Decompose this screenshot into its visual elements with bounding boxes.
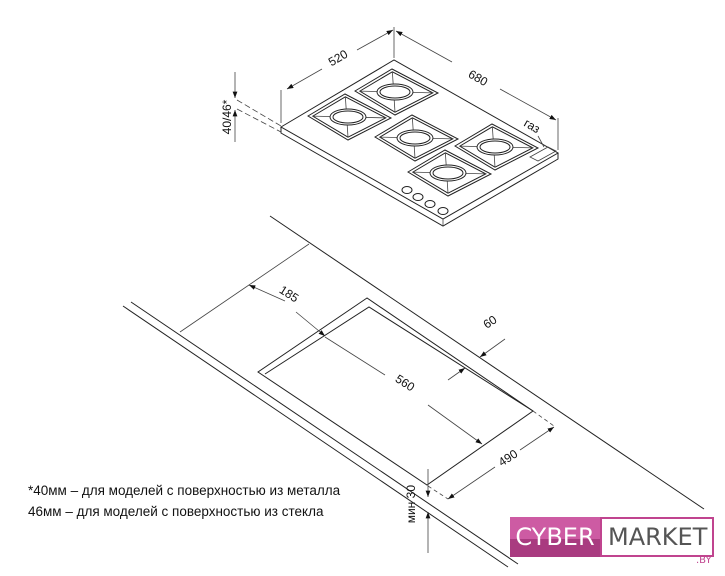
logo-part2: MARKET: [600, 517, 714, 557]
hob-drawing: [280, 59, 560, 227]
gas-inlet: [529, 146, 557, 162]
cutout: [257, 297, 534, 486]
countertop-back-edge: [269, 215, 705, 510]
width-label: 490: [496, 447, 521, 470]
burners: [307, 68, 540, 197]
hob-width-label: 520: [326, 47, 351, 69]
front-margin-label: мин 30: [404, 485, 418, 524]
logo-part1: CYBER: [510, 517, 600, 557]
hob-height-label: 40/46*: [220, 99, 234, 134]
hob-length-label: 680: [466, 67, 491, 89]
burner: [407, 149, 493, 197]
countertop-drawing: [122, 215, 705, 568]
burner: [454, 123, 540, 171]
back-margin-label: 60: [481, 312, 500, 331]
burner: [307, 93, 393, 141]
offset-label: 185: [277, 283, 302, 306]
control-knobs: [401, 186, 449, 215]
countertop-front-edge: [130, 301, 519, 565]
note-metal: *40мм – для моделей с поверхностью из ме…: [28, 483, 341, 498]
note-glass: 46мм – для моделей с поверхностью из сте…: [28, 504, 324, 519]
burner: [354, 68, 440, 116]
cybermarket-logo: CYBER MARKET: [510, 517, 714, 557]
burner: [374, 114, 460, 162]
length-label: 560: [393, 372, 418, 395]
gas-label: газ: [522, 116, 543, 136]
logo-suffix: .BY: [696, 555, 712, 566]
